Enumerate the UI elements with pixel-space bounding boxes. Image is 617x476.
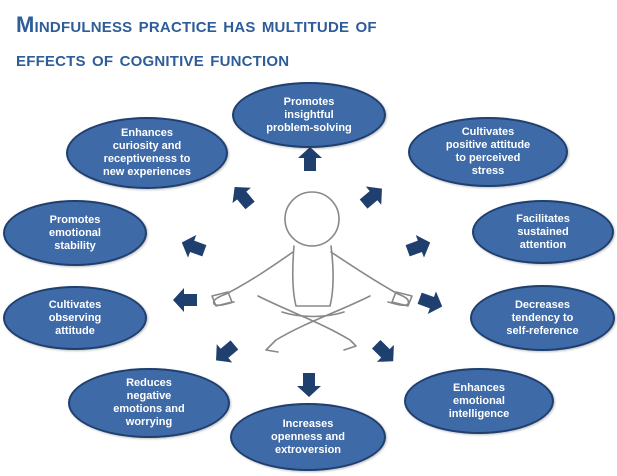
meditating-person-icon <box>211 191 413 353</box>
figure-right-arm <box>330 251 410 307</box>
arrow-down-icon <box>297 373 321 397</box>
figure-left-arm <box>212 251 294 307</box>
effect-label: Cultivates positive attitude to perceive… <box>445 126 531 177</box>
effect-increases-openness: Increases openness and extroversion <box>230 403 386 471</box>
effect-enhances-curiosity: Enhances curiosity and receptiveness to … <box>66 117 228 189</box>
effect-cultivates-observing-attitude: Cultivates observing attitude <box>3 286 147 350</box>
arrow-right-upper-icon <box>405 235 431 258</box>
arrow-left-upper-icon <box>181 235 207 258</box>
effect-promotes-insightful-problem-solving: Promotes insightful problem-solving <box>232 82 386 148</box>
arrow-left-icon <box>173 288 197 312</box>
figure-torso <box>291 245 334 307</box>
figure-head <box>284 191 340 247</box>
figure-left-hand <box>211 291 233 307</box>
figure-leg-b <box>265 295 371 353</box>
arrow-up-icon <box>298 147 322 171</box>
effect-label: Enhances emotional intelligence <box>448 381 510 420</box>
arrow-down-left-icon <box>216 340 239 363</box>
effect-label: Enhances curiosity and receptiveness to … <box>102 127 192 178</box>
figure-leg-a <box>257 295 357 351</box>
arrows <box>173 147 443 397</box>
arrow-down-right-icon <box>371 339 394 362</box>
figure-right-hand <box>391 291 413 307</box>
effect-label: Cultivates observing attitude <box>48 298 102 337</box>
title-line-1: Mindfulness practice has multitude of <box>16 12 377 37</box>
effect-label: Reduces negative emotions and worrying <box>113 377 185 428</box>
title-line-2: effects of cognitive function <box>16 46 290 71</box>
diagram-title: Mindfulness practice has multitude of ef… <box>16 8 606 76</box>
effect-label: Facilitates sustained attention <box>516 212 570 251</box>
effect-label: Increases openness and extroversion <box>271 417 345 456</box>
arrow-right-icon <box>417 291 443 314</box>
effect-facilitates-sustained-attention: Facilitates sustained attention <box>472 200 614 264</box>
effect-reduces-negative-emotions: Reduces negative emotions and worrying <box>68 368 230 438</box>
arrow-up-left-icon <box>232 187 255 210</box>
effect-cultivates-positive-attitude: Cultivates positive attitude to perceive… <box>408 117 568 187</box>
effect-label: Decreases tendency to self-reference <box>506 298 579 337</box>
figure-lap <box>281 311 345 318</box>
arrow-up-right-icon <box>359 186 382 209</box>
effect-enhances-emotional-intelligence: Enhances emotional intelligence <box>404 368 554 434</box>
effect-label: Promotes emotional stability <box>49 213 101 252</box>
effect-label: Promotes insightful problem-solving <box>266 95 352 134</box>
effect-decreases-self-reference: Decreases tendency to self-reference <box>470 285 615 351</box>
effect-promotes-emotional-stability: Promotes emotional stability <box>3 200 147 266</box>
